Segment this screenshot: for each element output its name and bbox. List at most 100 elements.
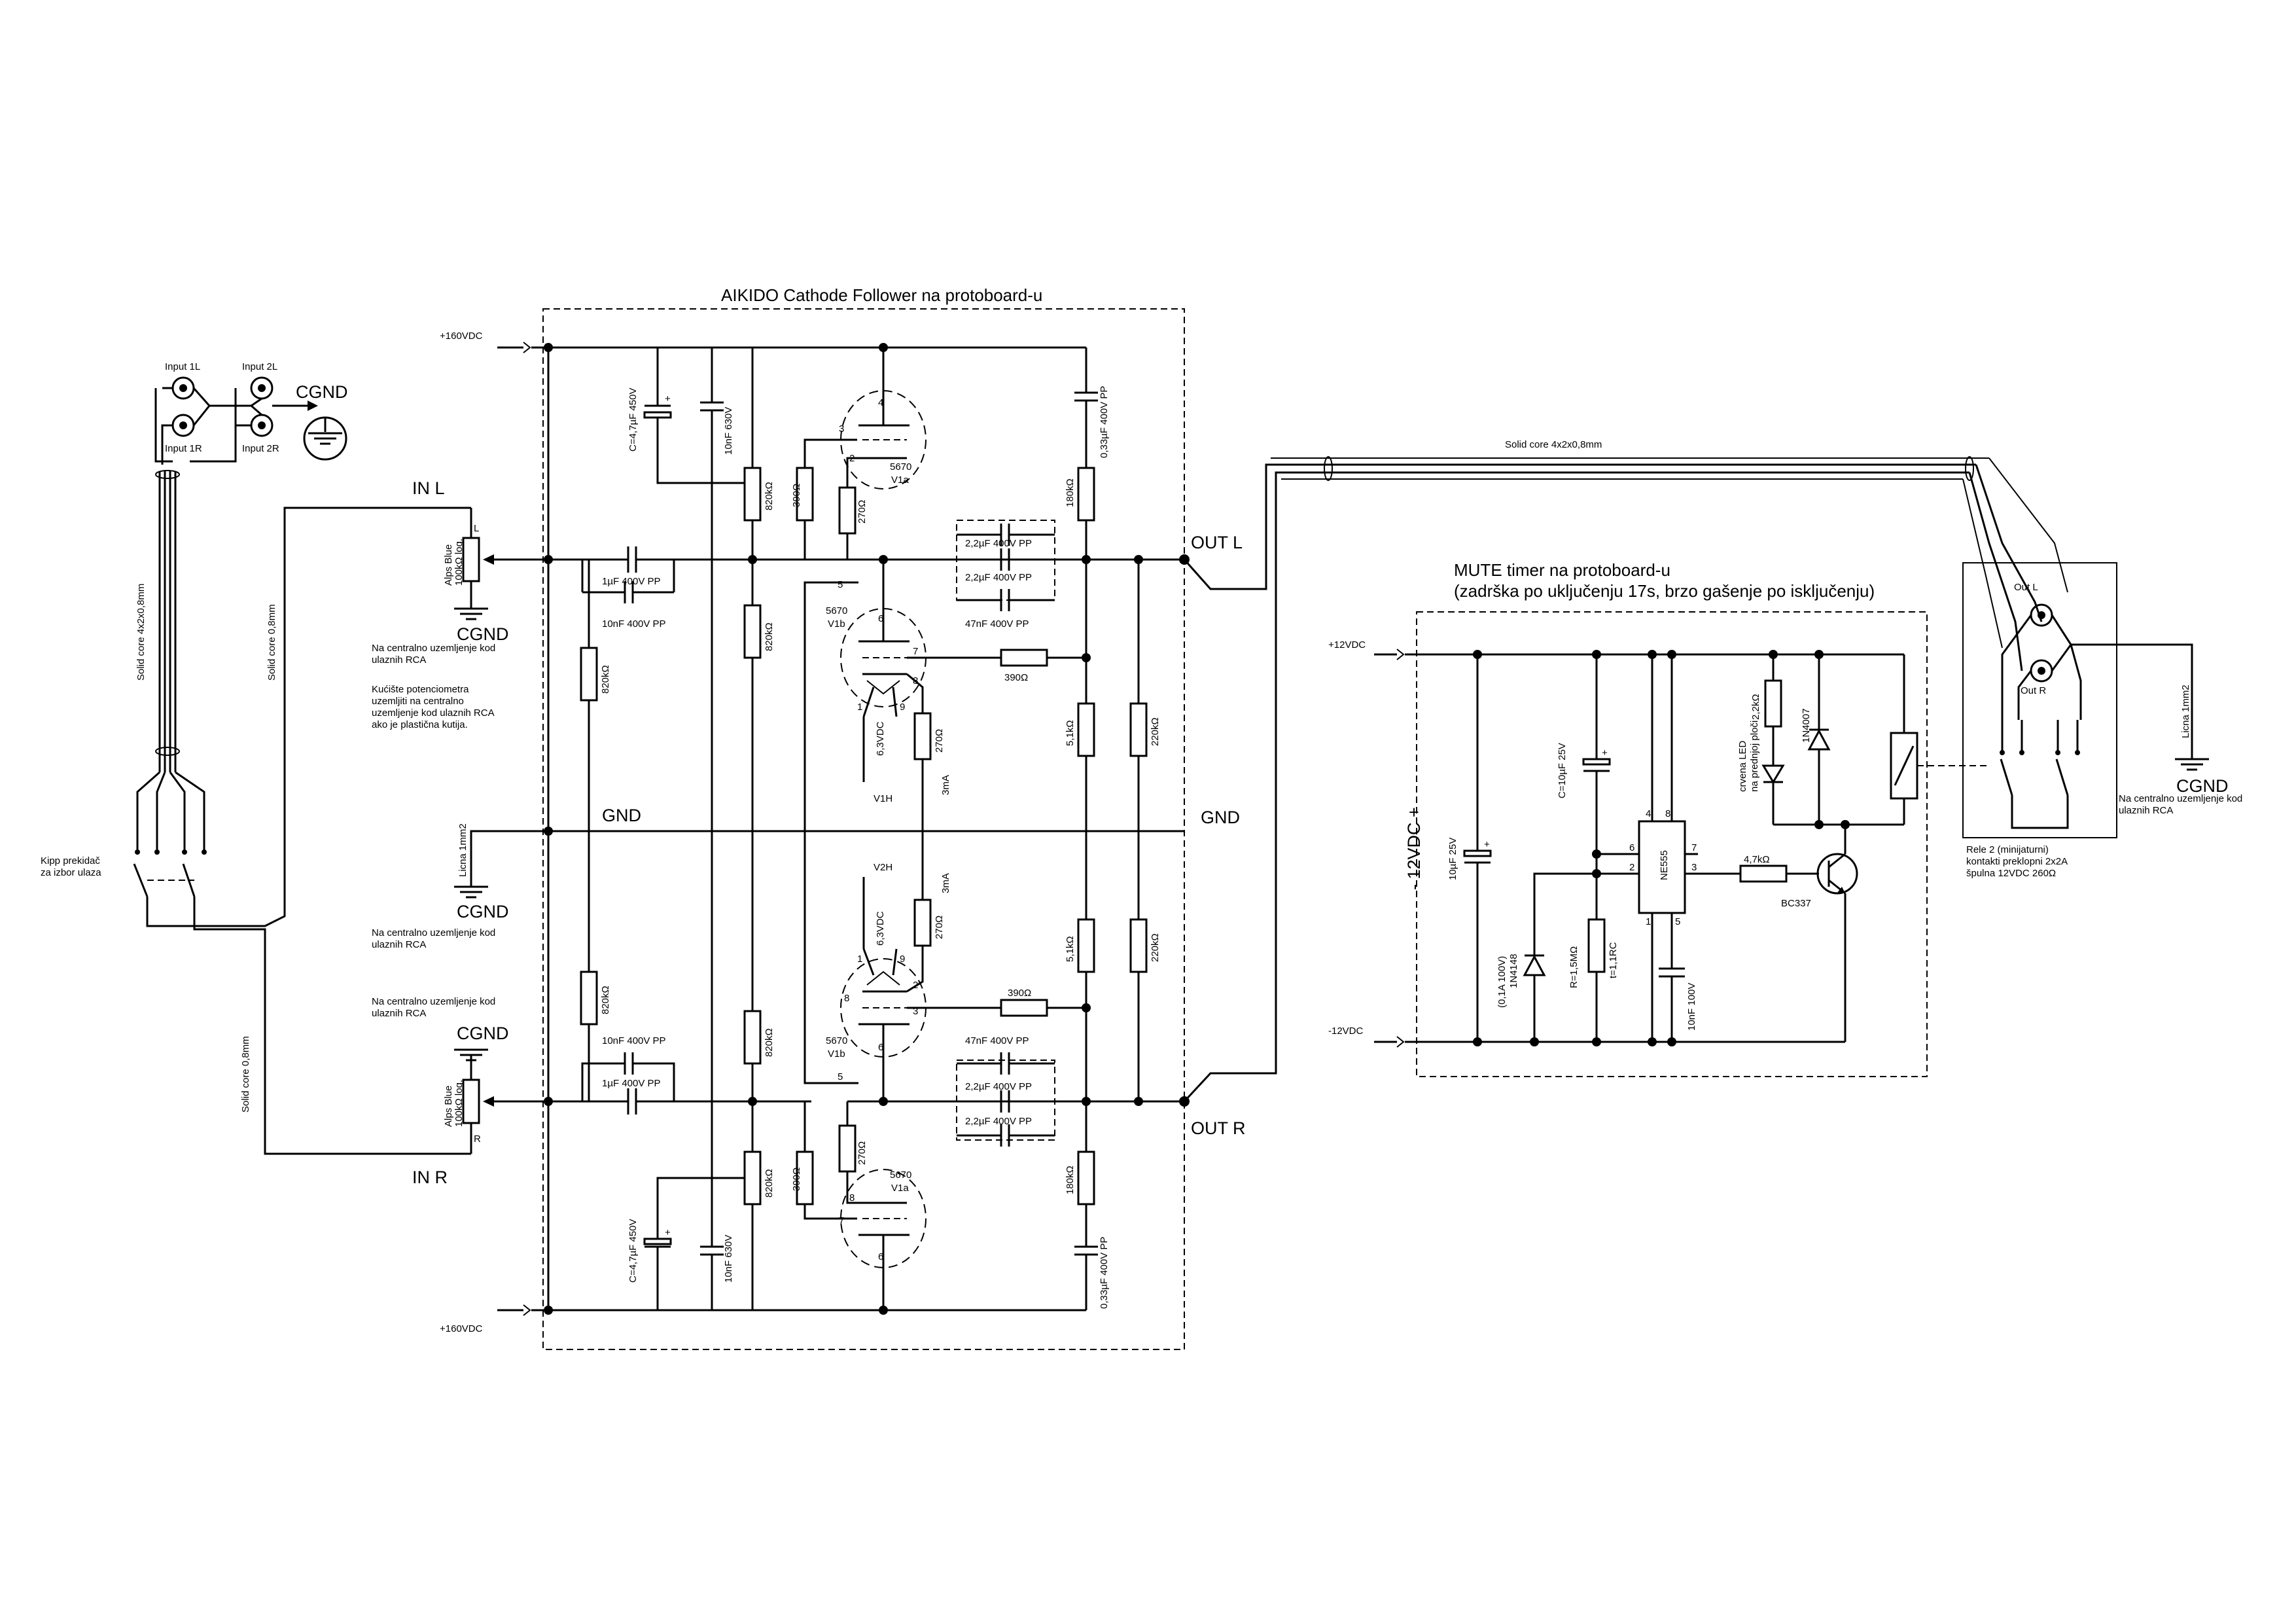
label-cap-22-a: 2,2µF 400V PP — [965, 538, 1032, 549]
label-led-2: na prednjoj ploči — [1749, 721, 1760, 792]
label-current-bottom: 3mA — [940, 873, 951, 893]
label-pot-r: R — [474, 1133, 481, 1145]
label-transistor: BC337 — [1781, 898, 1811, 909]
label-pot-right-1: Alps Blue — [443, 1086, 454, 1127]
label-v1b-top: V1b — [828, 618, 845, 630]
output-caps-right: 47nF 400V PP 2,2µF 400V PP 2,2µF 400V PP — [956, 1035, 1055, 1147]
label-out-l: OUT L — [1191, 533, 1243, 552]
note-gnd-mid-2: ulaznih RCA — [372, 939, 426, 950]
label-plus12: +12VDC — [1328, 639, 1366, 651]
label-pot-right-2: 100kΩ log. — [453, 1080, 465, 1127]
tube-v1a-top: 4 3 2 5670 V1a 390Ω 270Ω — [791, 343, 927, 561]
label-r180-top: 180kΩ — [1065, 478, 1076, 507]
svg-text:4: 4 — [1646, 808, 1651, 819]
tube-v1b-bottom: V2H 6,3VDC 270Ω 3mA 1 9 2 3 8 390Ω 5670 … — [826, 831, 1086, 1101]
label-in-r: IN R — [412, 1168, 448, 1187]
label-licna-gnd: Licna 1mm2 — [457, 823, 468, 877]
bc337-transistor: BC337 — [1781, 825, 1858, 1042]
label-r220-top: 220kΩ — [1150, 717, 1161, 746]
rca-jack-out-r — [2030, 659, 2053, 683]
input-coupling-left: 1µF 400V PP 10nF 400V PP — [548, 546, 811, 630]
label-cap-22-c: 2,2µF 400V PP — [965, 1081, 1032, 1092]
rca-jack-input-1r — [171, 414, 195, 437]
label-cap-10n-top: 10nF 400V PP — [602, 618, 666, 630]
svg-text:7: 7 — [1691, 842, 1697, 853]
output-caps-left: 2,2µF 400V PP 2,2µF 400V PP 47nF 400V PP — [956, 520, 1055, 630]
label-r270-top: 270Ω — [857, 500, 868, 524]
kipp-switch — [133, 849, 207, 923]
right-divider-bottom: 5,1kΩ 180kΩ 0,33µF 400V PP 220kΩ — [1065, 831, 1161, 1310]
note-case-3: uzemljenje kod ulaznih RCA — [372, 707, 495, 719]
note-gnd-left-2: ulaznih RCA — [372, 654, 426, 666]
note-relay-gnd-2: ulaznih RCA — [2119, 805, 2173, 816]
label-r15: R=1,5MΩ — [1568, 946, 1580, 988]
label-cgnd-inputs: CGND — [296, 382, 348, 402]
label-cgnd-pot-left: CGND — [457, 624, 509, 644]
label-current-top: 3mA — [940, 775, 951, 795]
note-gnd-lower-1: Na centralno uzemljenje kod — [372, 996, 495, 1007]
label-cap-1u-bottom: 1µF 400V PP — [602, 1078, 661, 1089]
svg-text:5: 5 — [838, 1071, 843, 1082]
label-diode-note: (0,1A 100V) — [1496, 956, 1508, 1008]
label-r270-mid-top: 270Ω — [934, 729, 945, 753]
label-heater-top: 6,3VDC — [875, 721, 886, 756]
svg-text:8: 8 — [844, 993, 849, 1004]
label-input-2l: Input 2L — [242, 361, 277, 372]
label-r270-bottom: 270Ω — [857, 1141, 868, 1165]
ground-link: Licna 1mm2 CGND Na centralno uzemljenje … — [372, 823, 548, 1019]
label-ic: NE555 — [1659, 850, 1670, 880]
rca-jack-input-2l — [250, 376, 274, 400]
label-out-r-jack: Out R — [2021, 685, 2046, 696]
relay-output-section: Out L Out R Licna 1mm2 CGND Na centralno… — [1962, 562, 2242, 879]
note-case-1: Kućište potenciometra — [372, 684, 469, 695]
svg-text:+: + — [665, 393, 671, 404]
note-case-4: ako je plastična kutija. — [372, 719, 468, 730]
label-tube-mid-a: 5670 — [826, 605, 847, 616]
label-cap-1u-top: 1µF 400V PP — [602, 576, 661, 587]
label-cap-47n-bottom: 47nF 400V PP — [965, 1035, 1029, 1046]
rca-jack-input-2r — [250, 414, 274, 437]
label-c10u-b: C=10µF 25V — [1557, 743, 1568, 798]
label-cap-033-top: 0,33µF 400V PP — [1099, 386, 1110, 458]
label-pot-l: L — [474, 523, 479, 534]
svg-text:3: 3 — [839, 423, 844, 435]
mute-timer-board: MUTE timer na protoboard-u (zadrška po u… — [1328, 560, 1989, 1077]
mute-title-2: (zadrška po uključenju 17s, brzo gašenje… — [1454, 581, 1875, 601]
label-diode: 1N4148 — [1508, 954, 1519, 988]
tube-v1b-top: 6 7 8 5 5670 V1b 390Ω 270Ω 1 9 6,3VDC V1… — [826, 560, 1086, 831]
label-c10u: 10µF 25V — [1447, 838, 1458, 880]
svg-text:6: 6 — [1629, 842, 1634, 853]
svg-text:9: 9 — [900, 702, 905, 713]
aikido-title: AIKIDO Cathode Follower na protoboard-u — [721, 285, 1042, 305]
label-v1a-bottom: V1a — [891, 1183, 909, 1194]
note-gnd-mid-1: Na centralno uzemljenje kod — [372, 927, 495, 938]
label-out-r: OUT R — [1191, 1118, 1246, 1138]
svg-text:5: 5 — [838, 579, 843, 590]
volume-pot-right: CGND R Alps Blue 100kΩ log. IN R — [412, 1024, 548, 1187]
svg-text:3: 3 — [1691, 862, 1697, 873]
label-r390-mid-bottom: 390Ω — [1008, 988, 1031, 999]
label-gnd-right: GND — [1201, 808, 1240, 827]
aikido-board: AIKIDO Cathode Follower na protoboard-u … — [440, 285, 1246, 1350]
label-trc: t=1,1RC — [1608, 942, 1619, 978]
label-r820-c: 820kΩ — [764, 482, 775, 510]
label-cap-10n-bottom: 10nF 400V PP — [602, 1035, 666, 1046]
note-gnd-left-1: Na centralno uzemljenje kod — [372, 643, 495, 654]
label-input-1l: Input 1L — [165, 361, 200, 372]
mute-title-1: MUTE timer na protoboard-u — [1454, 560, 1670, 580]
label-r820-e: 820kΩ — [764, 1028, 775, 1057]
label-cap-033-bottom: 0,33µF 400V PP — [1099, 1237, 1110, 1309]
label-supply-top: +160VDC — [440, 330, 483, 342]
label-pot-left-1: Alps Blue — [443, 544, 454, 586]
reservoir-bottom: + C=4,7µF 450V 10nF 630V — [627, 831, 752, 1310]
note-relay-gnd-1: Na centralno uzemljenje kod — [2119, 793, 2242, 804]
label-switch-1: Kipp prekidač — [41, 855, 100, 866]
label-cgnd-mid: CGND — [457, 902, 509, 921]
label-r220-bottom: 220kΩ — [1150, 933, 1161, 962]
label-c10n: 10nF 100V — [1686, 983, 1697, 1031]
bias-resistor-left-stack: 820kΩ 820kΩ — [580, 560, 611, 1101]
svg-text:1: 1 — [857, 702, 862, 713]
label-licna-relay: Licna 1mm2 — [2180, 685, 2191, 738]
label-supply-bottom: +160VDC — [440, 1323, 483, 1334]
